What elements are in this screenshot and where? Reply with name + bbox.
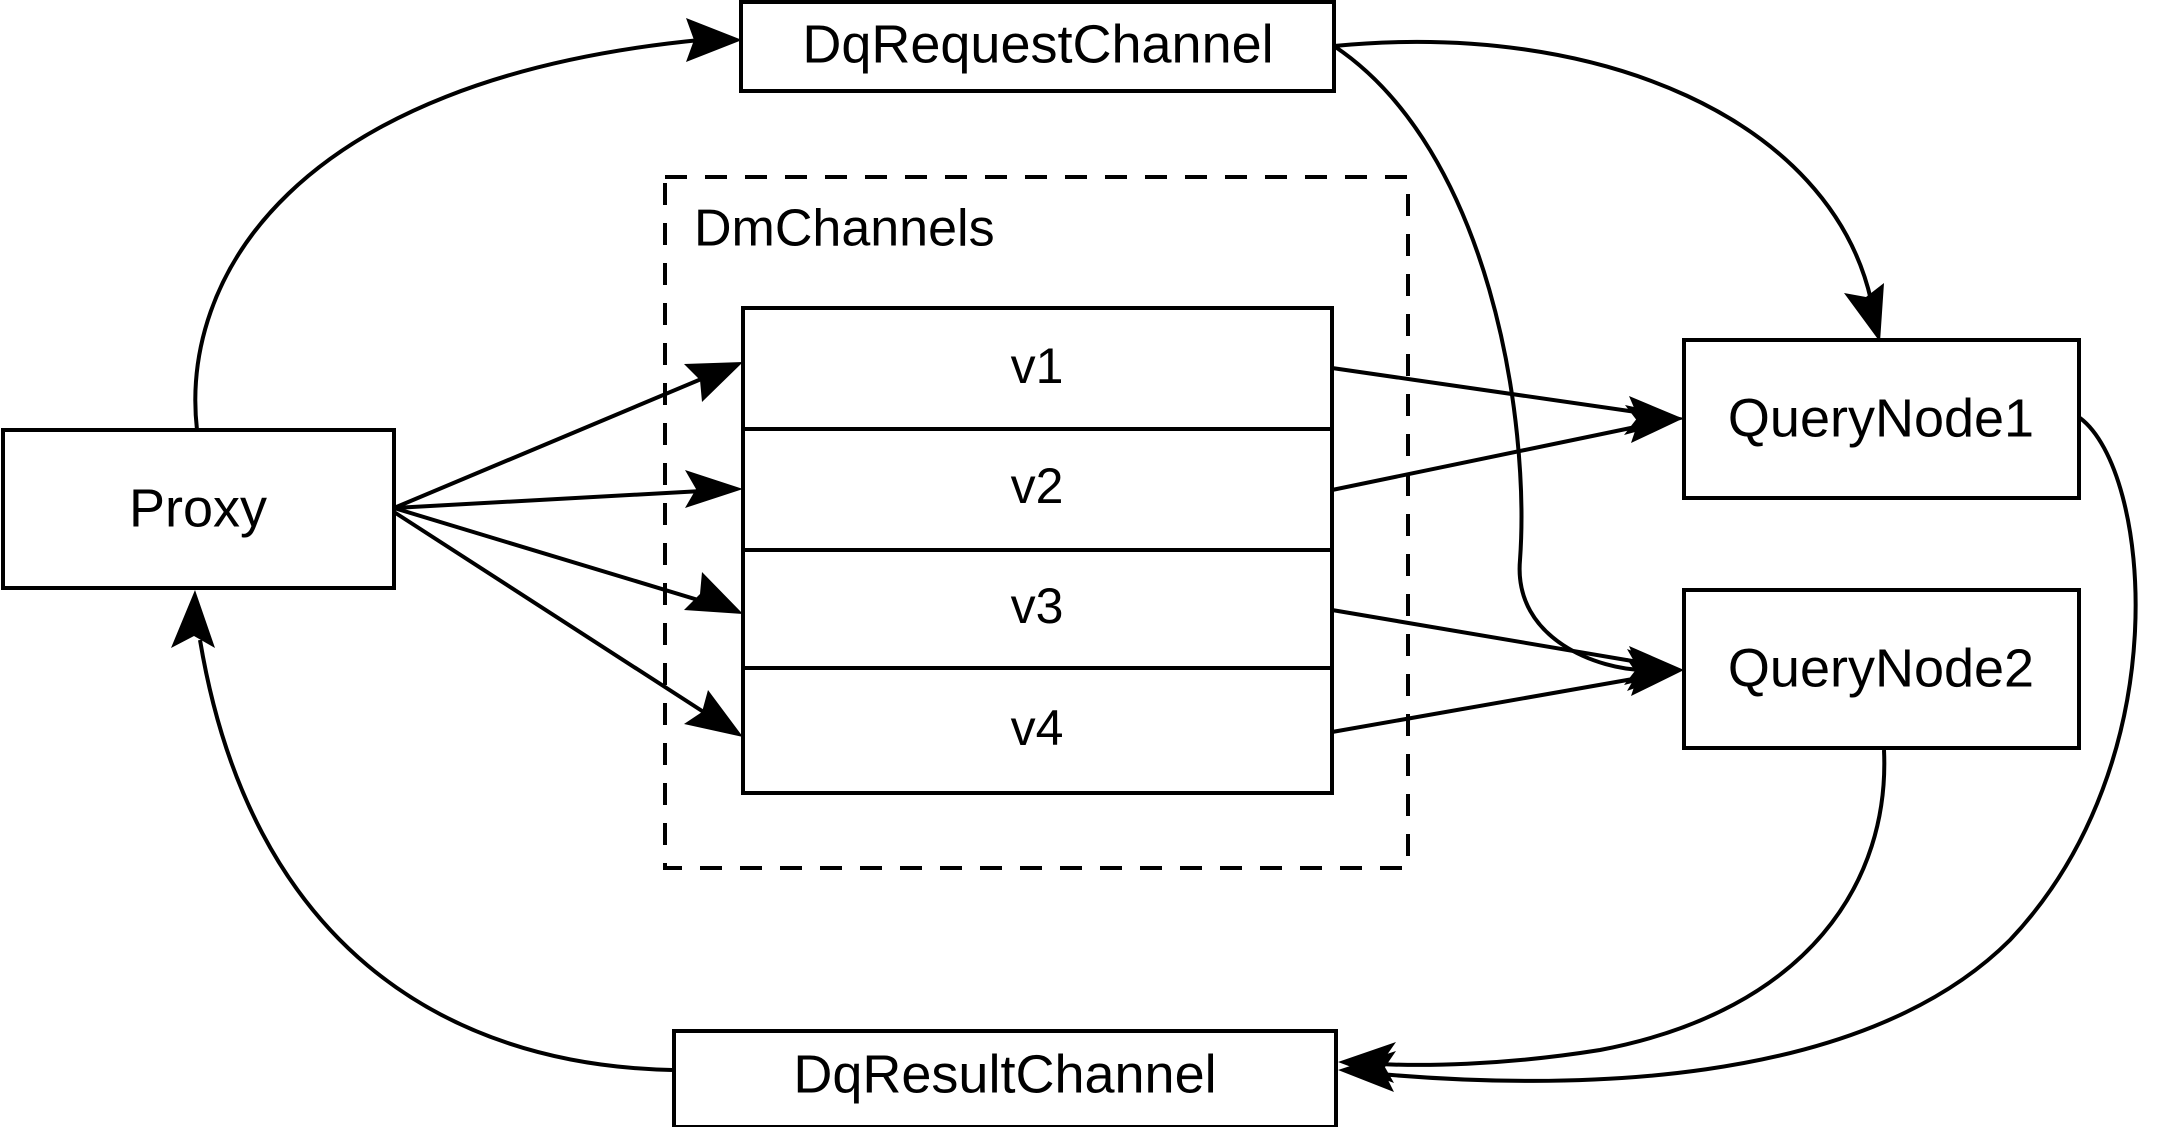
dq-result-channel-label: DqResultChannel bbox=[793, 1044, 1216, 1104]
query-node-2-box[interactable] bbox=[1682, 588, 2081, 750]
edge-v2-to-querynode1 bbox=[1331, 405, 1684, 492]
dq-request-channel-box[interactable] bbox=[739, 0, 1336, 93]
edge-proxy-to-v4 bbox=[392, 510, 743, 737]
query-node-1-label: QueryNode1 bbox=[1728, 388, 2034, 448]
query-node-2-label: QueryNode2 bbox=[1728, 638, 2034, 698]
edge-dqrequestchannel-to-querynode1 bbox=[1333, 39, 1884, 342]
shard-row-v3[interactable]: v3 bbox=[1011, 578, 1064, 634]
dq-result-channel-box[interactable] bbox=[672, 1029, 1338, 1127]
dq-request-channel-label: DqRequestChannel bbox=[802, 14, 1273, 74]
edge-dqresultchannel-to-proxy bbox=[171, 590, 673, 1072]
node-query-node-1[interactable]: QueryNode1 bbox=[1682, 338, 2081, 500]
node-dq-result-channel[interactable]: DqResultChannel bbox=[672, 1029, 1338, 1127]
edge-proxy-to-dqrequestchannel bbox=[193, 18, 742, 431]
shard-row-v1[interactable]: v1 bbox=[1011, 338, 1064, 394]
node-dq-request-channel[interactable]: DqRequestChannel bbox=[739, 0, 1336, 93]
edge-proxy-to-v1 bbox=[393, 362, 743, 510]
edge-v4-to-querynode2 bbox=[1331, 658, 1684, 734]
node-query-node-2[interactable]: QueryNode2 bbox=[1682, 588, 2081, 750]
query-node-1-box[interactable] bbox=[1682, 338, 2081, 500]
node-proxy[interactable]: Proxy bbox=[1, 428, 396, 590]
edge-v3-to-querynode2 bbox=[1331, 608, 1684, 685]
proxy-box[interactable] bbox=[1, 428, 396, 590]
shard-row-v4[interactable]: v4 bbox=[1011, 700, 1064, 756]
dm-channels-group-label: DmChannels bbox=[694, 200, 995, 258]
edge-proxy-to-v3 bbox=[393, 506, 743, 614]
edge-dqrequestchannel-to-querynode2 bbox=[1332, 44, 1684, 691]
edge-querynode2-to-dqresultchannel bbox=[1338, 749, 1887, 1083]
proxy-label: Proxy bbox=[129, 478, 267, 538]
shard-channel-stack: v1 v2 v3 v4 bbox=[741, 306, 1334, 795]
edge-proxy-to-v2 bbox=[393, 470, 743, 510]
shard-row-v2[interactable]: v2 bbox=[1011, 458, 1064, 514]
dm-channels-group: DmChannels bbox=[663, 175, 1410, 870]
edge-querynode1-to-dqresultchannel bbox=[1338, 416, 2138, 1092]
